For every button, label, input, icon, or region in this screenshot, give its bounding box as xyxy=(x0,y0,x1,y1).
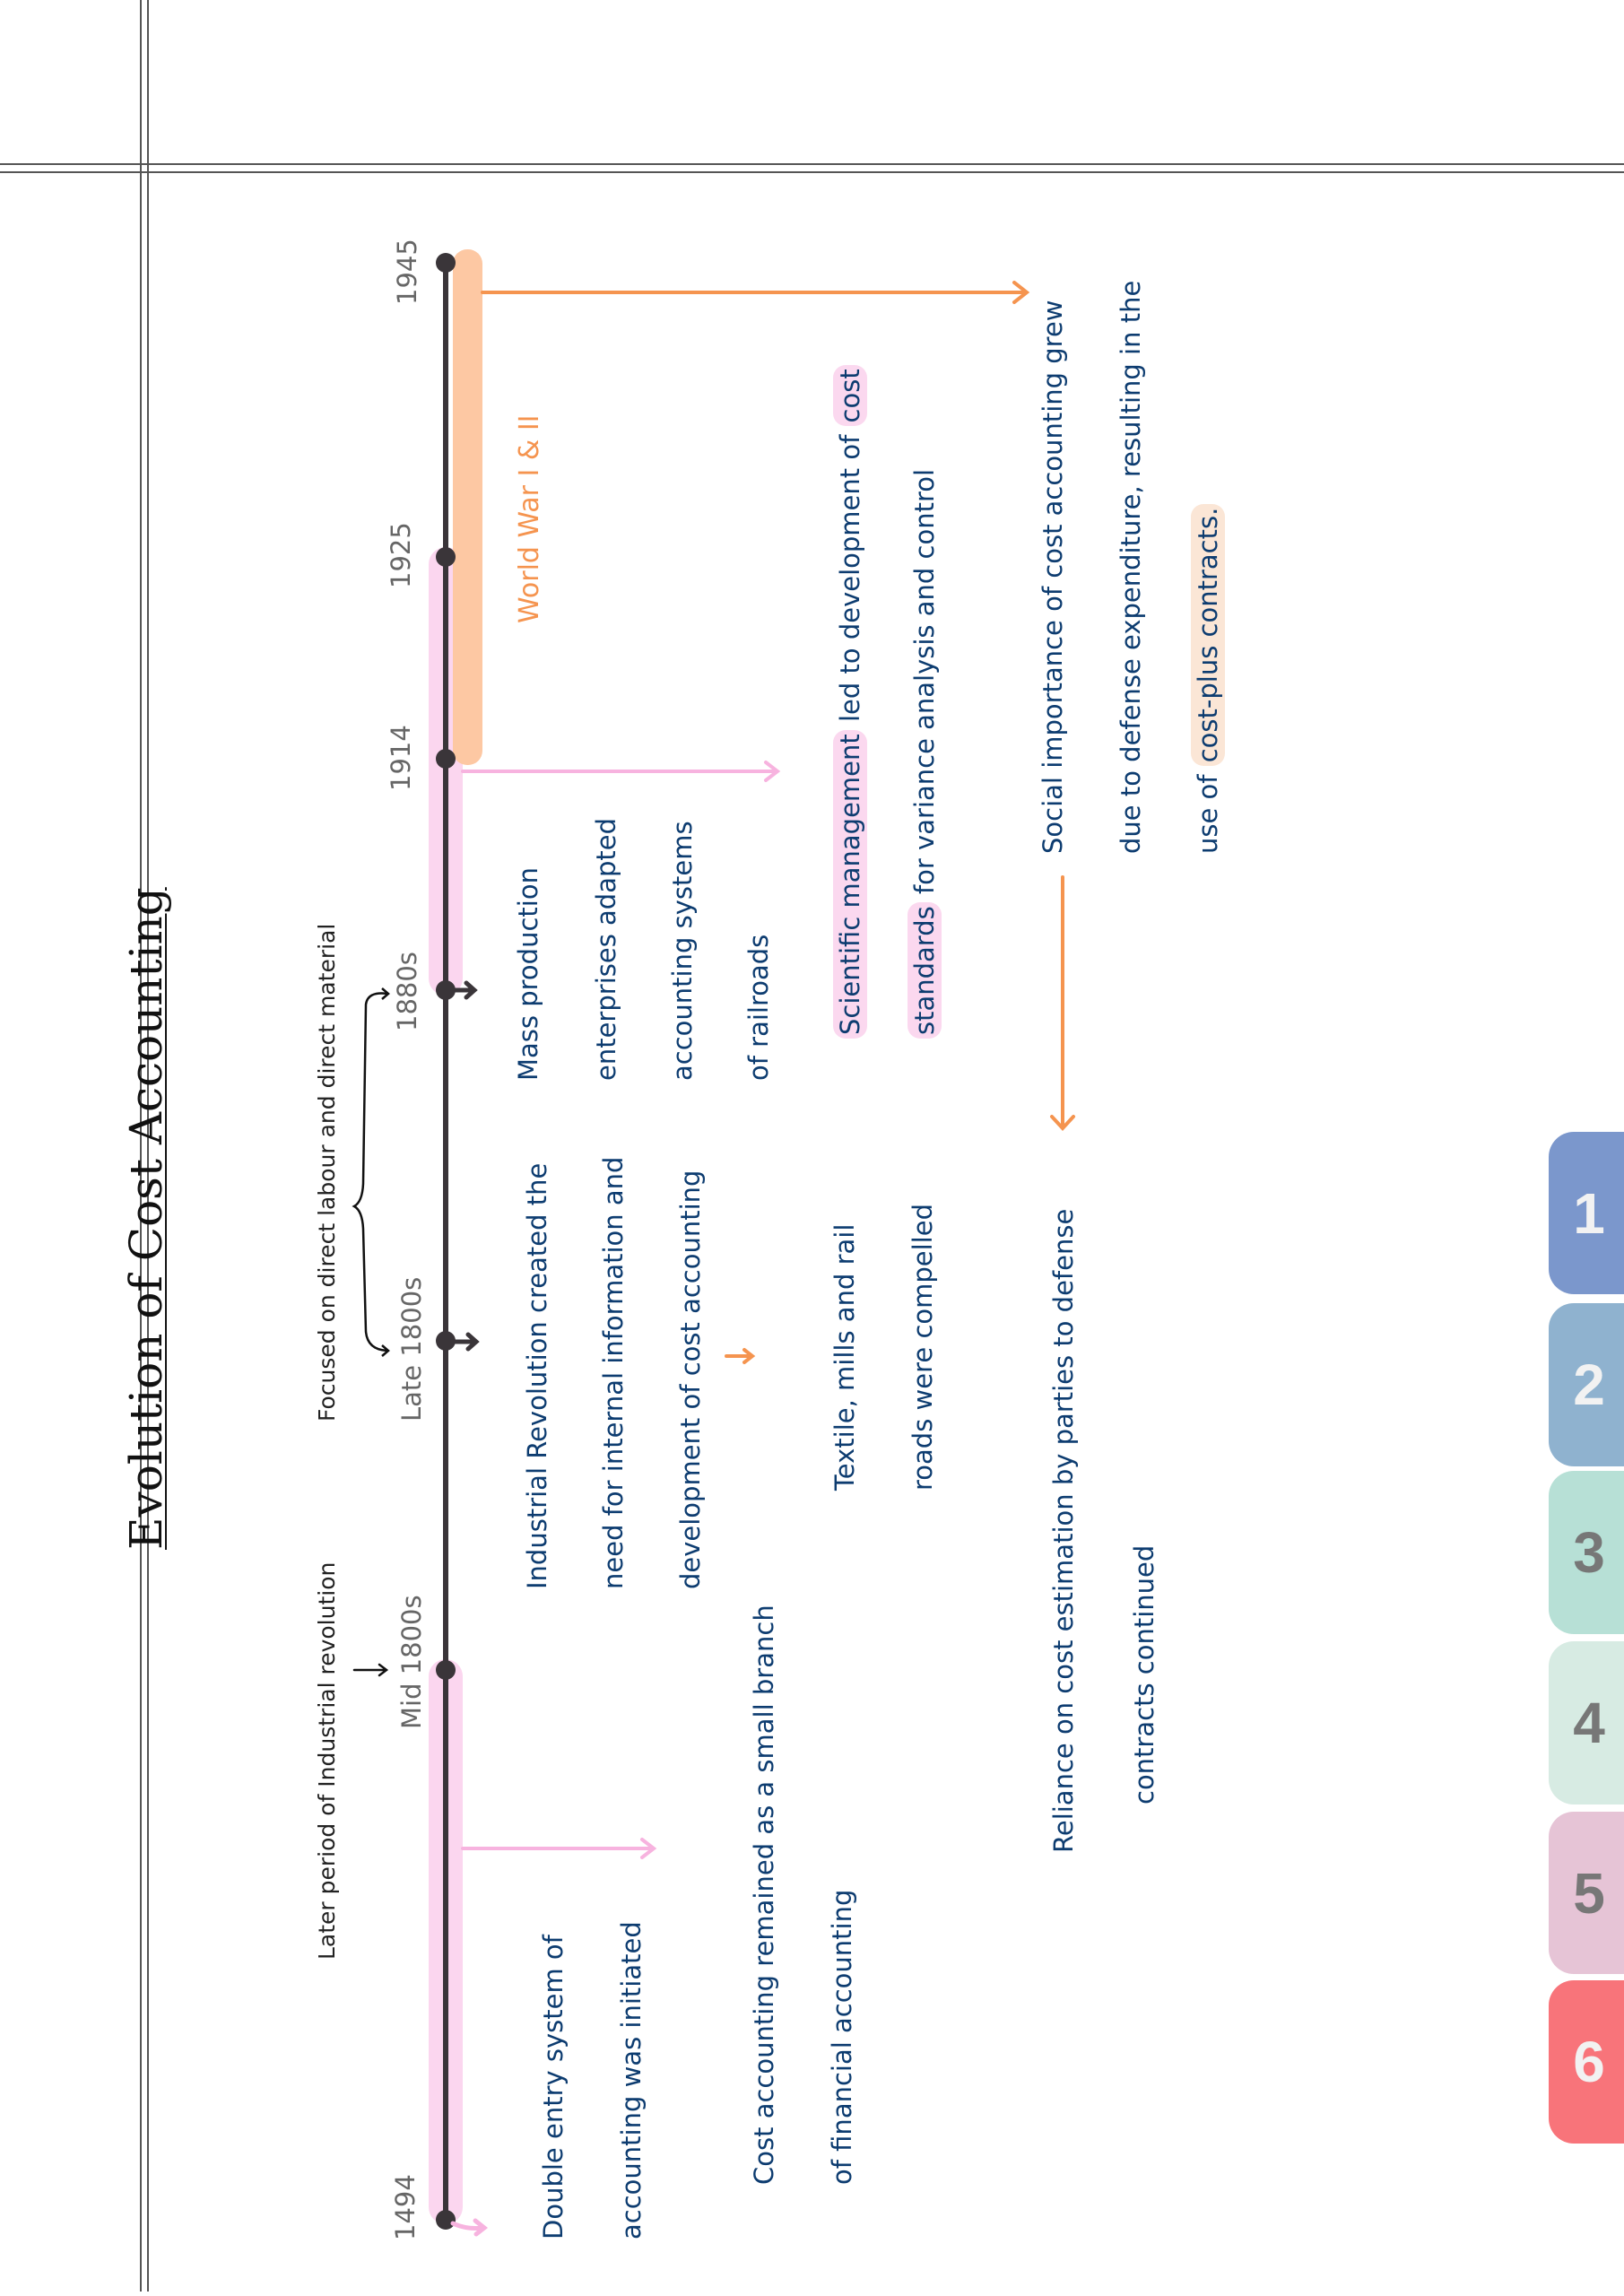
event-scientific-line-1: Scientific management led to development… xyxy=(833,365,867,1039)
event-industrial-line-1: Industrial Revolution created the xyxy=(522,1162,552,1589)
event-social-line-3: use of cost-plus contracts. xyxy=(1191,503,1225,854)
year-1914: 1914 xyxy=(386,725,416,791)
highlight-scientific-management: Scientific management xyxy=(833,730,867,1039)
tab-6[interactable]: 6 xyxy=(1549,1980,1624,2144)
event-textile-line-2: roads were compelled xyxy=(908,1204,938,1491)
event-industrial-line-2: need for internal information and xyxy=(598,1156,629,1589)
highlight-standards: standards xyxy=(908,902,942,1039)
page-title: Evolution of Cost Accounting xyxy=(120,887,172,1550)
year-mid-1800s: Mid 1800s xyxy=(396,1595,427,1729)
frame-left-line-1 xyxy=(140,0,142,2292)
war-label: World War I & II xyxy=(514,414,545,623)
event-industrial-line-3: development of cost accounting xyxy=(675,1170,706,1589)
frame-top-line-2 xyxy=(0,171,1624,173)
tab-1[interactable]: 1 xyxy=(1549,1132,1624,1294)
event-mass-production-line-4: of railroads xyxy=(743,934,774,1081)
tab-5[interactable]: 5 xyxy=(1549,1812,1624,1974)
tab-3[interactable]: 3 xyxy=(1549,1471,1624,1634)
event-reliance-line-2: contracts continued xyxy=(1129,1544,1159,1805)
year-late-1800s: Late 1800s xyxy=(396,1276,427,1422)
event-mass-production-line-1: Mass production xyxy=(513,867,543,1081)
tab-2[interactable]: 2 xyxy=(1549,1303,1624,1466)
frame-left-line-2 xyxy=(147,0,149,2292)
year-1925: 1925 xyxy=(386,522,416,588)
event-small-branch-line-1: Cost accounting remained as a small bran… xyxy=(749,1605,779,2185)
event-mass-production-line-2: enterprises adapted xyxy=(591,817,621,1081)
frame-top-line-1 xyxy=(0,163,1624,165)
event-double-entry-line-2: accounting was initiated xyxy=(616,1921,647,2239)
event-scientific-line-2: standards for variance analysis and cont… xyxy=(908,469,942,1039)
event-small-branch-line-2: of financial accounting xyxy=(827,1889,857,2185)
note-later-period: Later period of Industrial revolution xyxy=(314,1561,340,1960)
note-focused-on: Focused on direct labour and direct mate… xyxy=(314,923,340,1422)
event-social-line-1: Social importance of cost accounting gre… xyxy=(1038,300,1068,854)
event-double-entry-line-1: Double entry system of xyxy=(538,1935,569,2239)
highlight-cost: cost xyxy=(833,365,867,427)
event-reliance-line-1: Reliance on cost estimation by parties t… xyxy=(1048,1208,1079,1853)
highlight-cost-plus: cost-plus contracts. xyxy=(1191,503,1225,767)
orange-band-war xyxy=(453,249,482,765)
year-1945: 1945 xyxy=(392,239,422,305)
event-mass-production-line-3: accounting systems xyxy=(667,821,698,1081)
event-social-line-2: due to defense expenditure, resulting in… xyxy=(1116,280,1146,854)
tab-4[interactable]: 4 xyxy=(1549,1641,1624,1805)
year-1494: 1494 xyxy=(390,2174,421,2240)
event-textile-line-1: Textile, mills and rail xyxy=(829,1223,860,1491)
year-1880s: 1880s xyxy=(392,952,422,1031)
timeline-dots xyxy=(436,253,456,2230)
